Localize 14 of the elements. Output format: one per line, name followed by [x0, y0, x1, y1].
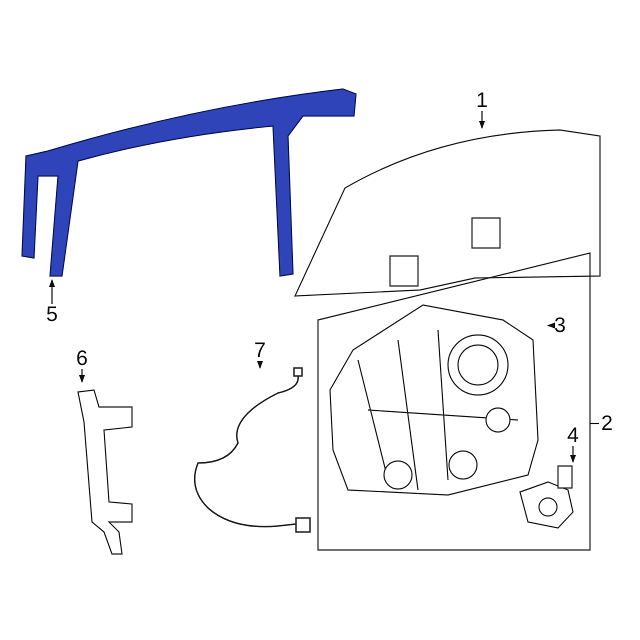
leader-line: [570, 446, 576, 463]
leader-line: [257, 361, 263, 369]
callout-number: 7: [252, 340, 268, 361]
leader-line: [547, 322, 555, 328]
callout-number: 5: [44, 304, 60, 325]
leader-line: [49, 279, 55, 304]
leader-line: [479, 111, 485, 129]
callout-number: 4: [565, 425, 581, 446]
leader-line: [79, 369, 85, 383]
callout-number: 3: [552, 315, 568, 336]
callout-number: 1: [474, 90, 490, 111]
leader-line: [590, 422, 599, 424]
callout-number: 2: [599, 413, 615, 434]
callout-number: 6: [74, 348, 90, 369]
